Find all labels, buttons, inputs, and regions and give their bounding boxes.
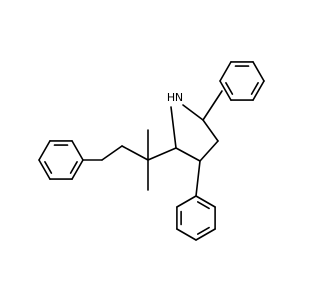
- structural-formula: H N: [38, 61, 265, 241]
- phenyl-top-right-bond: [219, 80, 232, 101]
- bond-lines: [38, 61, 265, 241]
- nitrogen-atom-label: H N: [164, 89, 184, 104]
- phenyl-top-right-double-bond: [250, 82, 259, 95]
- phenyl-left-bond: [38, 159, 51, 180]
- substituent-bond: [195, 160, 201, 197]
- ring-bond: [170, 106, 177, 149]
- ring-bond: [175, 147, 201, 162]
- chain-bond: [147, 147, 177, 161]
- phenyl-bottom-double-bond: [197, 226, 210, 235]
- substituent-bond: [202, 90, 223, 121]
- chain-bond: [101, 145, 123, 161]
- phenyl-left-bond: [38, 140, 51, 161]
- phenyl-top-right-double-bond: [225, 82, 234, 95]
- phenyl-top-right-bond: [219, 61, 232, 82]
- phenyl-left-double-bond: [69, 161, 78, 174]
- ring-bond: [202, 119, 219, 142]
- phenyl-left-double-bond: [44, 161, 53, 174]
- chain-bond: [121, 145, 149, 161]
- ring-bond: [182, 104, 204, 121]
- phenyl-bottom-bond: [176, 195, 197, 208]
- atom-label-n: N: [175, 91, 183, 104]
- phenyl-bottom-double-bond: [197, 201, 210, 210]
- phenyl-top-right-bond: [252, 80, 265, 101]
- phenyl-left-bond: [71, 159, 84, 180]
- ring-bond: [199, 140, 219, 162]
- phenyl-left-bond: [71, 140, 84, 161]
- phenyl-top-right-bond: [252, 61, 265, 82]
- atom-label-h: H: [167, 91, 175, 104]
- phenyl-bottom-bond: [195, 228, 216, 241]
- phenyl-bottom-bond: [176, 228, 197, 241]
- phenyl-bottom-bond: [195, 195, 216, 208]
